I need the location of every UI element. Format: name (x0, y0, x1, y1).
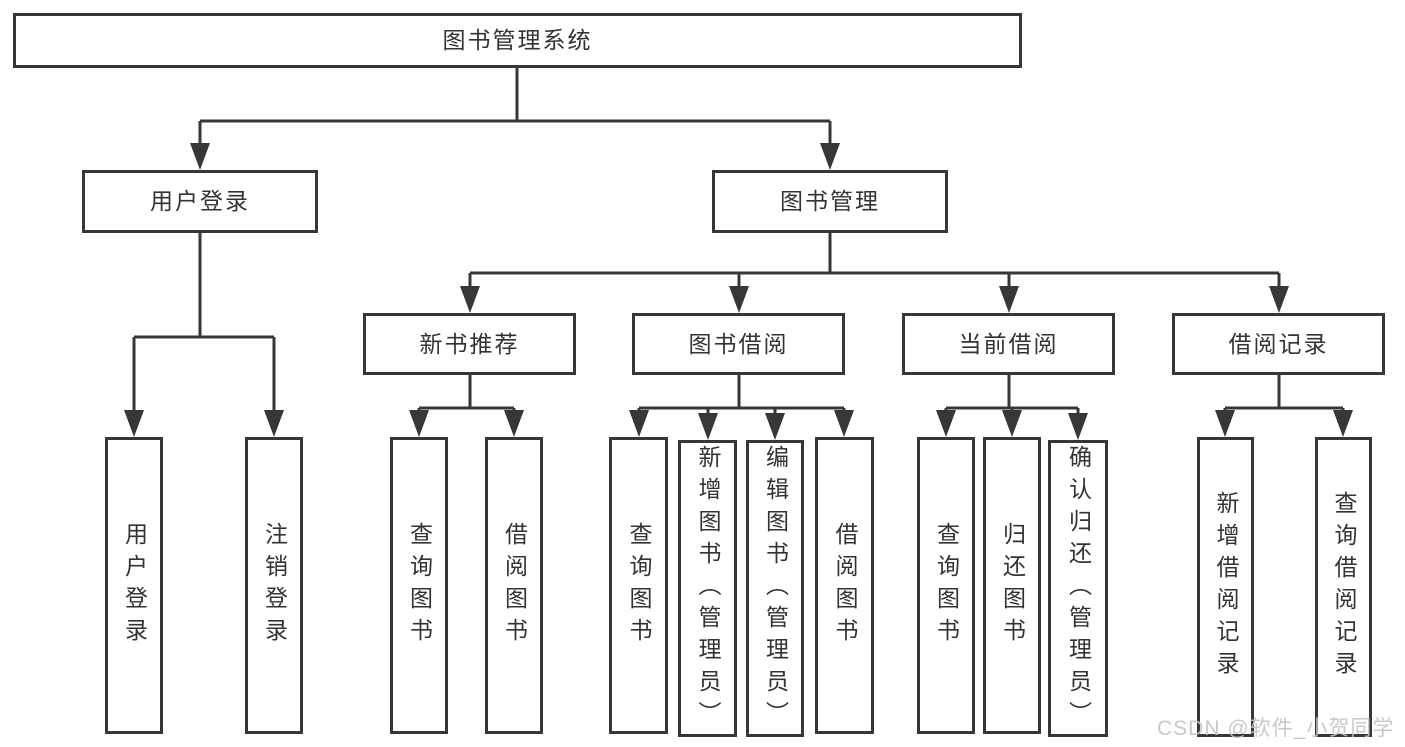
leaf-return-book-label: 归还图书 (999, 521, 1026, 650)
leaf-logout: 注销登录 (245, 437, 303, 734)
node-root-system: 图书管理系统 (13, 13, 1022, 68)
watermark: CSDN @软件_小贺同学 (1157, 717, 1395, 740)
node-borrowing-records-label: 借阅记录 (1228, 330, 1329, 357)
node-current-borrowing-label: 当前借阅 (958, 330, 1059, 357)
node-new-book-recommend: 新书推荐 (363, 313, 576, 375)
node-book-borrowing: 图书借阅 (632, 313, 845, 375)
node-current-borrowing: 当前借阅 (902, 313, 1115, 375)
leaf-user-login-label: 用户登录 (121, 521, 148, 650)
leaf-query-books-current: 查询图书 (917, 437, 975, 734)
node-user-login: 用户登录 (82, 170, 318, 233)
leaf-add-borrow-record-label: 新增借阅记录 (1213, 491, 1239, 683)
leaf-query-books-borrowing-label: 查询图书 (626, 521, 652, 650)
leaf-query-books-current-label: 查询图书 (933, 521, 960, 650)
node-new-book-recommend-label: 新书推荐 (419, 330, 520, 357)
node-book-management: 图书管理 (712, 170, 948, 233)
leaf-edit-book-admin-label: 编辑图书（管理员） (762, 444, 789, 733)
leaf-query-books-recommend: 查询图书 (390, 437, 448, 734)
leaf-confirm-return-admin: 确认归还（管理员） (1048, 440, 1108, 737)
leaf-logout-label: 注销登录 (261, 521, 288, 650)
node-book-management-label: 图书管理 (780, 188, 880, 214)
leaf-query-books-recommend-label: 查询图书 (406, 521, 433, 650)
node-book-borrowing-label: 图书借阅 (688, 330, 789, 357)
node-borrowing-records: 借阅记录 (1172, 313, 1385, 375)
leaf-edit-book-admin: 编辑图书（管理员） (746, 440, 804, 737)
leaf-borrow-books-recommend-label: 借阅图书 (501, 521, 528, 650)
leaf-query-borrow-record: 查询借阅记录 (1315, 437, 1372, 737)
node-root-system-label: 图书管理系统 (442, 27, 593, 53)
leaf-add-book-admin-label: 新增图书（管理员） (695, 444, 721, 733)
leaf-user-login: 用户登录 (105, 437, 163, 734)
leaf-return-book: 归还图书 (983, 437, 1041, 734)
leaf-add-borrow-record: 新增借阅记录 (1197, 437, 1254, 737)
leaf-borrow-books-borrowing-label: 借阅图书 (832, 521, 858, 650)
leaf-add-book-admin: 新增图书（管理员） (678, 440, 737, 737)
leaf-query-borrow-record-label: 查询借阅记录 (1331, 491, 1357, 683)
leaf-query-books-borrowing: 查询图书 (609, 437, 668, 734)
leaf-borrow-books-recommend: 借阅图书 (485, 437, 543, 734)
node-user-login-label: 用户登录 (150, 188, 250, 214)
leaf-borrow-books-borrowing: 借阅图书 (815, 437, 874, 734)
leaf-confirm-return-admin-label: 确认归还（管理员） (1065, 444, 1092, 733)
